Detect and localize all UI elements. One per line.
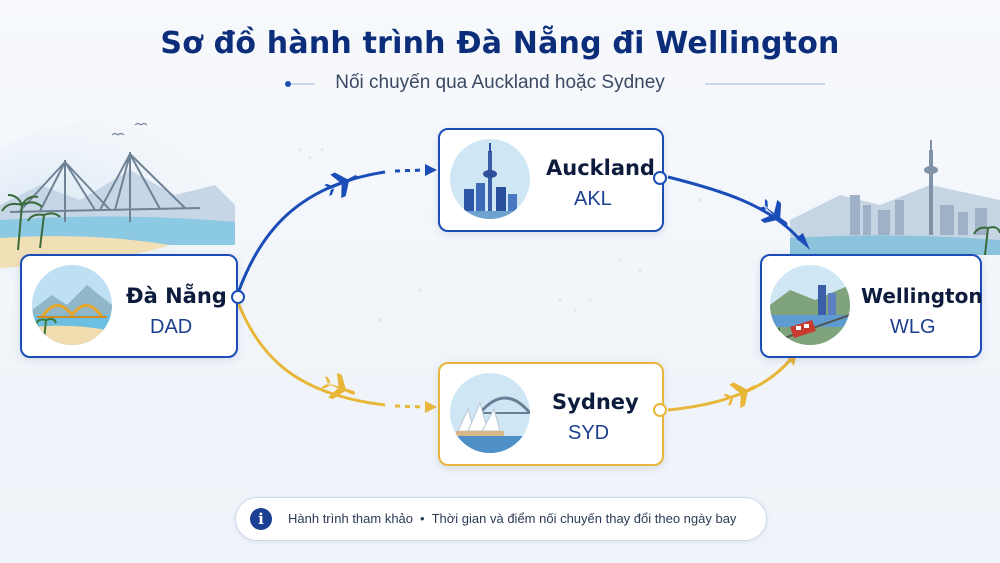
plane-icon xyxy=(324,172,358,199)
auckland-port xyxy=(653,171,667,185)
node-code: AKL xyxy=(574,188,612,210)
sky-tower-icon xyxy=(450,139,530,219)
note-separator: • xyxy=(420,511,425,526)
node-code: SYD xyxy=(568,422,610,444)
note-part-1: Hành trình tham khảo xyxy=(288,511,414,526)
node-danang[interactable]: Đà Nẵng DAD xyxy=(20,254,238,358)
page-title: Sơ đồ hành trình Đà Nẵng đi Wellington xyxy=(160,26,840,61)
node-code: DAD xyxy=(150,316,193,338)
world-map-texture xyxy=(298,148,722,322)
node-code: WLG xyxy=(890,316,936,338)
plane-icon xyxy=(723,382,757,409)
plane-icon xyxy=(757,198,788,226)
node-auckland[interactable]: Auckland AKL xyxy=(438,128,664,232)
origin-port xyxy=(231,290,245,304)
arrow-to-auckland xyxy=(425,164,437,176)
subtitle-divider-right xyxy=(705,83,825,85)
cable-car-icon xyxy=(770,265,850,345)
node-name: Sydney xyxy=(552,390,639,414)
node-wellington[interactable]: Wellington WLG xyxy=(760,254,983,358)
node-name: Wellington xyxy=(861,284,983,308)
arrow-to-wellington-blue xyxy=(796,233,810,250)
dragon-bridge-icon xyxy=(32,265,112,345)
sydney-port xyxy=(653,403,667,417)
node-sydney[interactable]: Sydney SYD xyxy=(438,362,664,466)
wellington-scenery xyxy=(790,140,1000,256)
page-subtitle: Nối chuyến qua Auckland hoặc Sydney xyxy=(335,72,665,93)
opera-house-icon xyxy=(450,373,530,453)
info-icon: i xyxy=(250,508,272,530)
arrow-to-sydney xyxy=(425,401,437,413)
subtitle-divider-left xyxy=(285,81,315,87)
note-part-2: Thời gian và điểm nối chuyến thay đổi th… xyxy=(431,511,737,526)
plane-icon xyxy=(321,373,356,400)
note-text: Hành trình tham khảo • Thời gian và điểm n… xyxy=(288,511,736,526)
reference-note: i Hành trình tham khảo • Thời gian và điểm… xyxy=(235,497,767,541)
node-name: Auckland xyxy=(546,156,655,180)
node-name: Đà Nẵng xyxy=(126,284,227,308)
